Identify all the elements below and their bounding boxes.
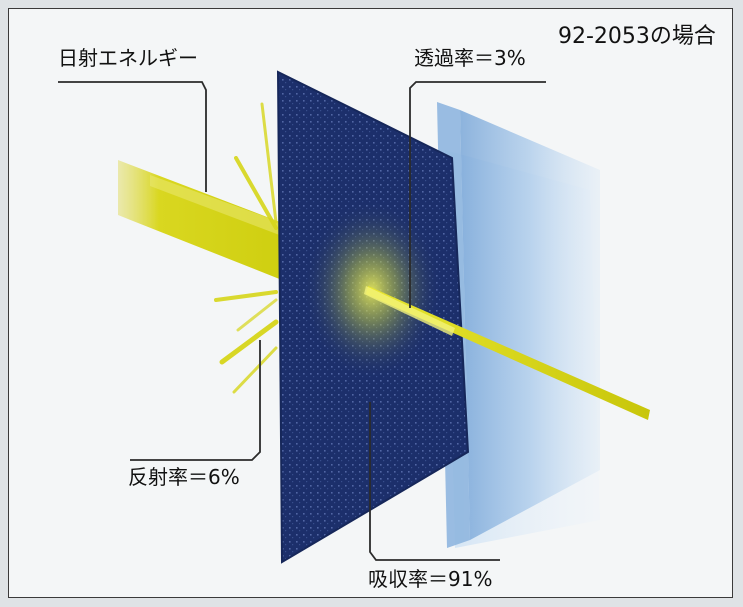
solar-energy-label: 日射エネルギー <box>58 46 198 70</box>
case-label: 92-2053の場合 <box>558 24 716 49</box>
solar-leader <box>58 81 207 192</box>
reflected-rays <box>214 102 279 394</box>
transmittance-leader <box>409 81 546 308</box>
transmittance-label: 透過率＝3% <box>414 46 526 70</box>
reflectance-label: 反射率＝6% <box>128 465 240 489</box>
absorptance-leader <box>369 402 500 561</box>
reflectance-leader <box>130 340 261 461</box>
leader-lines <box>58 81 546 561</box>
incoming-sun-beam <box>118 160 282 280</box>
absorptance-label: 吸収率＝91% <box>368 567 493 591</box>
transmitted-beam <box>364 286 650 420</box>
